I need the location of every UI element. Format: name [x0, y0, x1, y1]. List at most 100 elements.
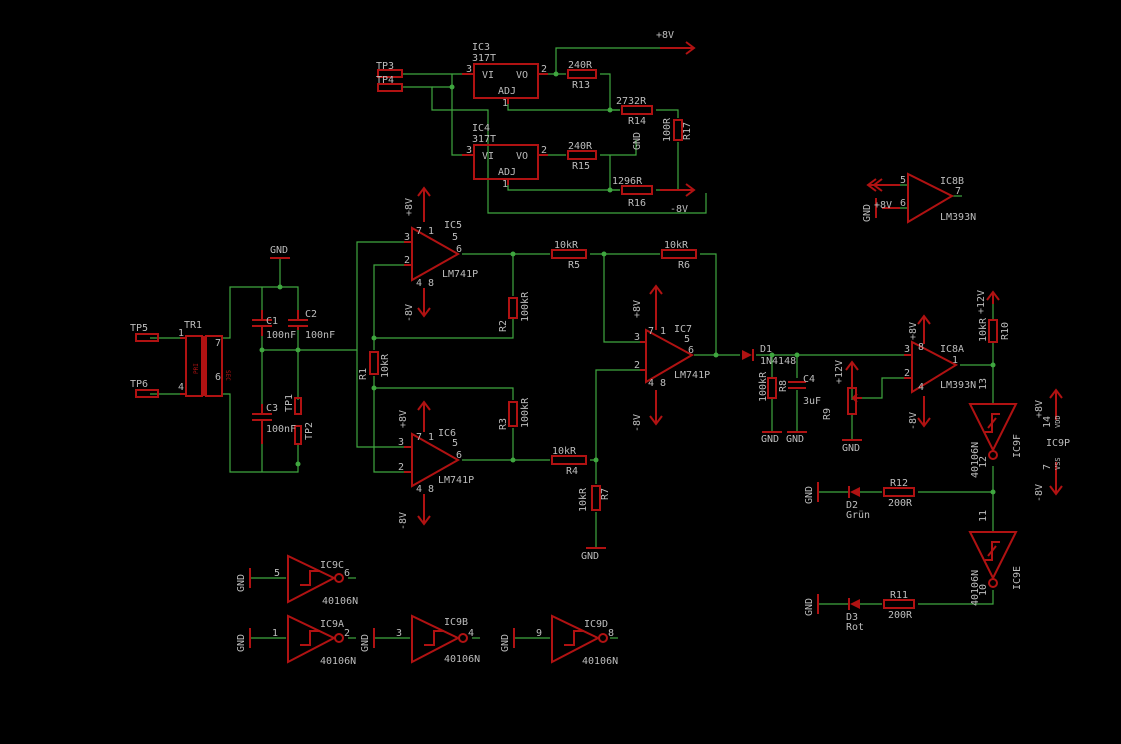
svg-text:C1: C1: [266, 316, 278, 327]
svg-text:R12: R12: [890, 478, 908, 489]
svg-text:40106N: 40106N: [320, 656, 356, 667]
svg-text:6: 6: [215, 372, 221, 383]
svg-text:4: 4: [468, 628, 474, 639]
svg-text:5: 5: [684, 334, 690, 345]
svg-text:6: 6: [900, 198, 906, 209]
r13-body: [567, 69, 597, 79]
svg-text:R5: R5: [568, 260, 580, 271]
svg-text:240R: 240R: [568, 60, 593, 71]
svg-text:10kR: 10kR: [664, 240, 689, 251]
svg-text:R1: R1: [358, 368, 369, 380]
supply-symbols: [249, 41, 1063, 648]
svg-text:8: 8: [918, 342, 924, 353]
svg-text:2732R: 2732R: [616, 96, 647, 107]
net-gnd-ic9c: GND: [236, 574, 247, 592]
ic9d-triangle: [551, 614, 601, 664]
net-m8v-ic7: -8V: [632, 414, 643, 432]
svg-text:1: 1: [272, 628, 278, 639]
net-gnd-d3: GND: [804, 598, 815, 616]
svg-text:R13: R13: [572, 80, 590, 91]
svg-text:8: 8: [428, 484, 434, 495]
svg-text:IC9D: IC9D: [584, 619, 608, 630]
svg-text:IC5: IC5: [444, 220, 462, 231]
svg-text:100nF: 100nF: [266, 424, 296, 435]
svg-text:1N4148: 1N4148: [760, 356, 796, 367]
net-p8v-top: +8V: [656, 30, 674, 41]
ic9e-triangle: [968, 531, 1018, 581]
svg-text:2: 2: [904, 368, 910, 379]
svg-text:C4: C4: [803, 374, 815, 385]
svg-text:1: 1: [660, 326, 666, 337]
svg-text:2: 2: [541, 145, 547, 156]
svg-text:IC9P: IC9P: [1046, 438, 1070, 449]
svg-text:3: 3: [404, 232, 410, 243]
svg-text:C2: C2: [305, 309, 317, 320]
svg-text:8: 8: [660, 378, 666, 389]
svg-text:LM741P: LM741P: [442, 269, 478, 280]
svg-text:7: 7: [215, 338, 221, 349]
svg-text:3uF: 3uF: [803, 396, 821, 407]
svg-text:IC9C: IC9C: [320, 560, 344, 571]
svg-text:100nF: 100nF: [305, 330, 335, 341]
svg-text:1: 1: [428, 226, 434, 237]
net-gnd-r8: GND: [761, 434, 779, 445]
r10-body: [988, 319, 998, 343]
r3-body: [508, 401, 518, 427]
svg-text:4: 4: [416, 484, 422, 495]
svg-text:IC8B: IC8B: [940, 176, 964, 187]
ic9b-triangle: [411, 614, 461, 664]
svg-text:R15: R15: [572, 161, 590, 172]
svg-text:R7: R7: [600, 488, 611, 500]
r1-body: [369, 351, 379, 375]
ic4-body: [473, 144, 539, 180]
svg-text:4: 4: [416, 278, 422, 289]
svg-text:5: 5: [900, 175, 906, 186]
svg-text:LM393N: LM393N: [940, 212, 976, 223]
svg-text:40106N: 40106N: [582, 656, 618, 667]
svg-text:2: 2: [541, 64, 547, 75]
svg-text:1: 1: [952, 355, 958, 366]
svg-text:R8: R8: [778, 380, 789, 392]
svg-text:R3: R3: [498, 418, 509, 430]
svg-text:1296R: 1296R: [612, 176, 643, 187]
svg-text:LM741P: LM741P: [438, 475, 474, 486]
svg-text:1: 1: [502, 98, 508, 109]
svg-text:R2: R2: [498, 320, 509, 332]
ic9f-triangle: [968, 403, 1018, 453]
ic9c-triangle: [287, 554, 337, 604]
svg-text:IC9F: IC9F: [1012, 434, 1023, 458]
svg-text:VO: VO: [516, 70, 528, 81]
svg-text:7: 7: [416, 226, 422, 237]
ic7-triangle: [645, 328, 695, 384]
r15-body: [567, 150, 597, 160]
svg-text:IC8A: IC8A: [940, 344, 964, 355]
svg-text:D3: D3: [846, 612, 858, 623]
svg-text:7: 7: [416, 432, 422, 443]
svg-text:2: 2: [398, 462, 404, 473]
r11-body: [883, 599, 915, 609]
svg-text:10: 10: [978, 584, 989, 596]
svg-text:100R: 100R: [662, 117, 673, 142]
ic8a-triangle: [911, 340, 959, 394]
svg-text:10kR: 10kR: [380, 353, 391, 378]
svg-text:TP3: TP3: [376, 61, 394, 72]
svg-text:3: 3: [398, 437, 404, 448]
svg-text:TP2: TP2: [304, 422, 315, 440]
svg-text:40106N: 40106N: [322, 596, 358, 607]
svg-text:R17: R17: [682, 122, 693, 140]
svg-text:TP4: TP4: [376, 75, 394, 86]
svg-text:11: 11: [978, 510, 989, 522]
svg-text:8: 8: [428, 278, 434, 289]
ic3-body: [473, 63, 539, 99]
svg-text:IC9B: IC9B: [444, 617, 468, 628]
r2-body: [508, 297, 518, 319]
svg-text:TR1: TR1: [184, 320, 202, 331]
svg-text:D1: D1: [760, 344, 772, 355]
svg-text:100kR: 100kR: [520, 291, 531, 322]
net-p12v-r10: +12V: [976, 290, 987, 314]
svg-text:2: 2: [344, 628, 350, 639]
svg-text:1: 1: [178, 328, 184, 339]
net-gnd-d2: GND: [804, 486, 815, 504]
svg-text:8: 8: [608, 628, 614, 639]
svg-text:40106N: 40106N: [970, 442, 981, 478]
